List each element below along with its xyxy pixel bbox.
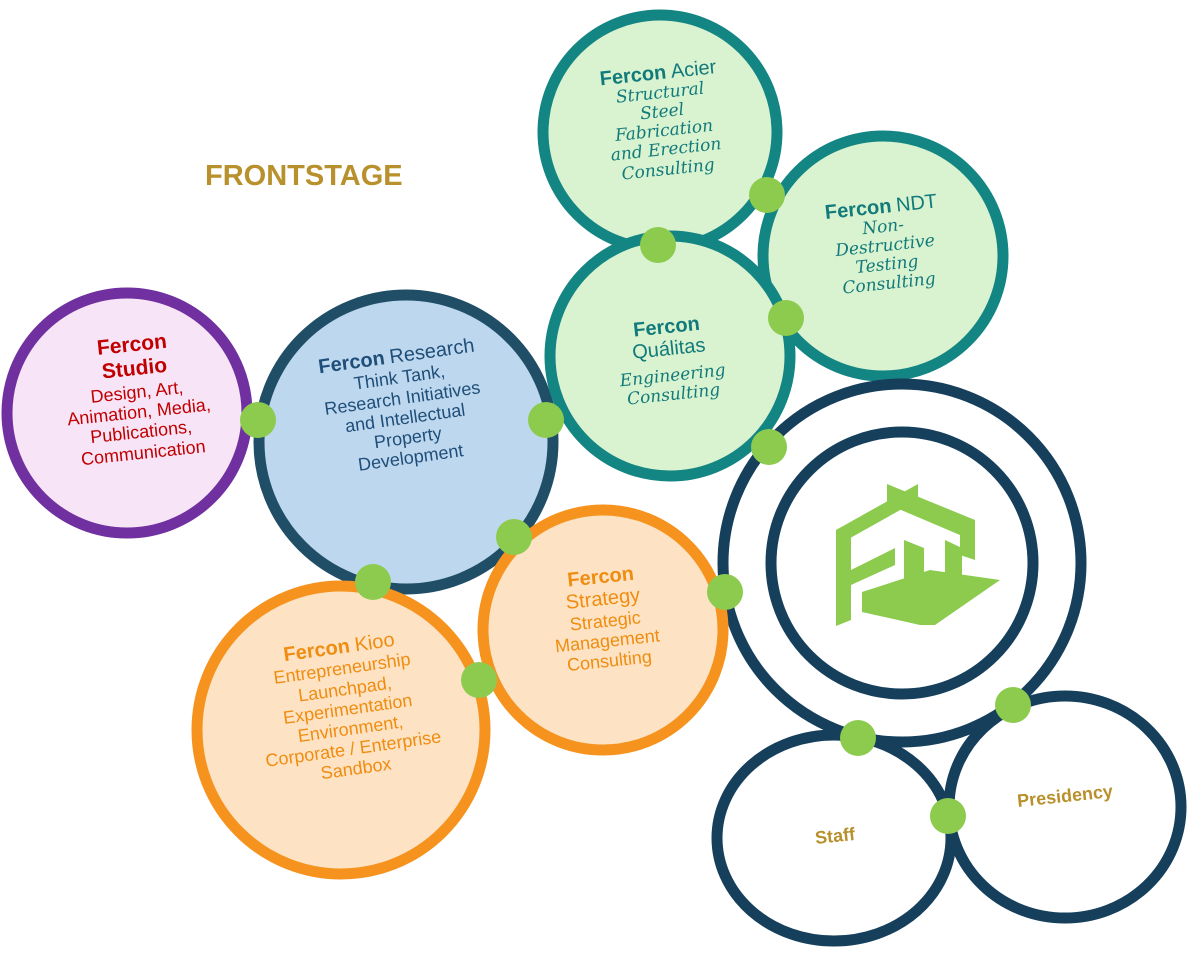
kioo-label: Fercon Kioo Entrepreneurship Launchpad, …	[241, 623, 454, 792]
studio-description: Design, Art, Animation, Media, Publicati…	[66, 377, 212, 469]
connector-dot	[355, 564, 391, 600]
ndt-circle	[757, 130, 1009, 382]
frontstage-heading: FRONTSTAGE	[205, 160, 403, 192]
connector-dot	[240, 402, 276, 438]
ndt-label: Fercon NDT Non-Destructive Testing Consu…	[800, 188, 969, 303]
kioo-circle	[191, 580, 491, 880]
connector-dot	[749, 177, 785, 213]
acier-name: Acier	[669, 56, 718, 83]
connector-dot	[995, 687, 1031, 723]
connector-dot	[528, 402, 564, 438]
connector-dot	[461, 662, 497, 698]
strategy-label: Fercon Strategy Strategic Management Con…	[530, 559, 680, 678]
connector-dot	[751, 429, 787, 465]
connector-dot	[840, 720, 876, 756]
connector-dot	[640, 227, 676, 263]
acier-label: Fercon Acier Structural Steel Fabricatio…	[572, 53, 753, 188]
ndt-name: NDT	[894, 190, 939, 217]
connector-dot	[496, 519, 532, 555]
research-circle	[253, 289, 559, 595]
strategy-circle	[477, 504, 729, 756]
qualitas-label: Fercon Quálitas Engineering Consulting	[596, 309, 745, 412]
studio-label: Fercon Studio Design, Art, Animation, Me…	[54, 325, 222, 470]
connector-dot	[930, 798, 966, 834]
fercon-logo-icon	[836, 484, 1000, 626]
core-inner-circle	[765, 426, 1039, 700]
connector-dot	[768, 300, 804, 336]
presidency-circle	[943, 690, 1187, 924]
connector-dot	[707, 574, 743, 610]
acier-description: Structural Steel Fabrication and Erectio…	[609, 78, 723, 185]
